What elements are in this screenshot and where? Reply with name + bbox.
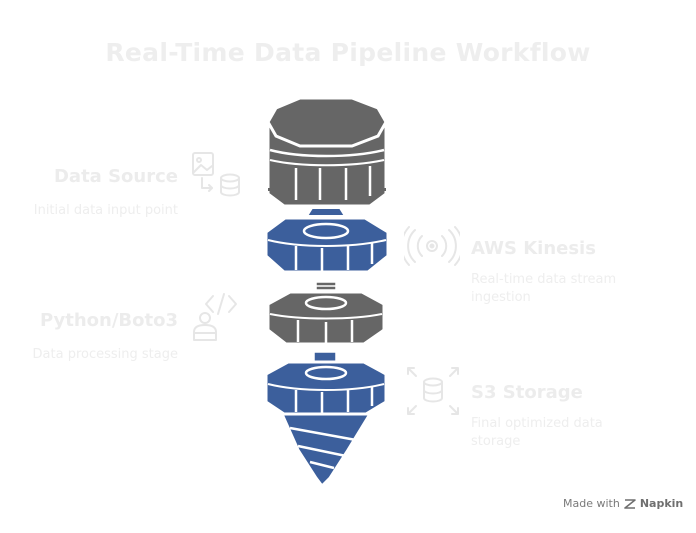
- broadcast-icon: [404, 226, 460, 266]
- stage-label-aws-kinesis: AWS Kinesis: [471, 238, 596, 259]
- database-expand-icon: [407, 367, 459, 415]
- diagram-title: Real-Time Data Pipeline Workflow: [105, 38, 591, 67]
- stage-label-data-source: Data Source: [53, 166, 178, 187]
- image-database-icon: [192, 152, 240, 197]
- code-user-icon: [193, 293, 237, 341]
- napkin-brand-text: Napkin: [639, 497, 684, 510]
- stage-desc-python-boto3: Data processing stage: [32, 347, 178, 362]
- stage-shape-s3-storage: [264, 351, 388, 492]
- stage-desc-data-source: Initial data input point: [33, 203, 178, 218]
- stage-label-python-boto3: Python/Boto3: [39, 310, 178, 331]
- stage-label-s3-storage: S3 Storage: [471, 382, 583, 403]
- stage-desc-aws-kinesis: Real-time data stream ingestion: [471, 272, 617, 305]
- stage-desc-s3-storage: Final optimized data storage: [471, 416, 603, 449]
- napkin-logo-icon: [624, 498, 636, 509]
- stage-shape-data-source: [266, 96, 388, 208]
- stage-shape-python-boto3: [266, 281, 386, 346]
- made-with-napkin-footer[interactable]: Made with Napkin: [563, 497, 683, 510]
- stage-shape-aws-kinesis: [264, 207, 390, 274]
- made-with-text: Made with: [563, 497, 620, 510]
